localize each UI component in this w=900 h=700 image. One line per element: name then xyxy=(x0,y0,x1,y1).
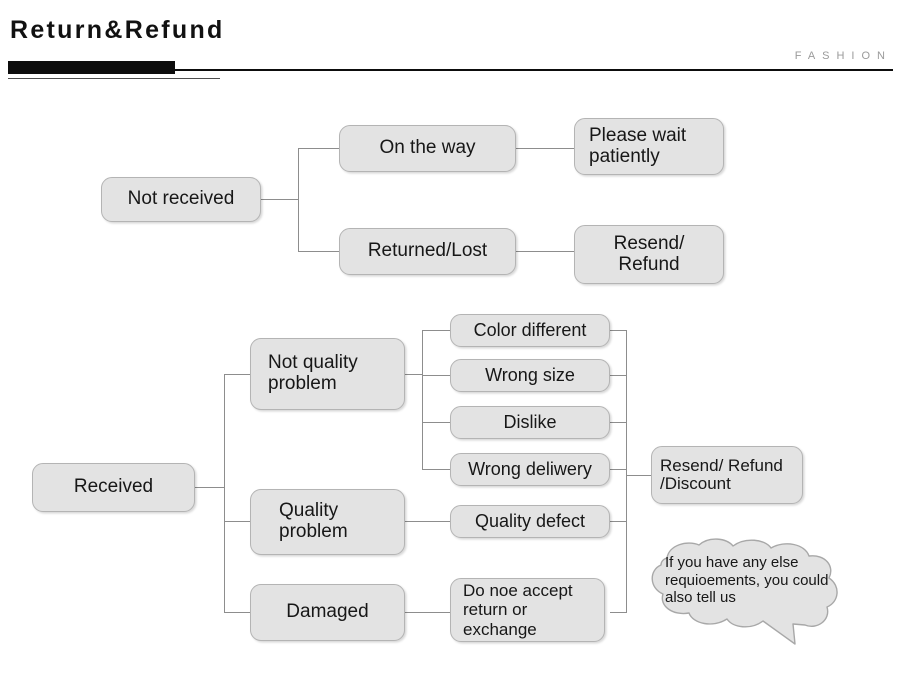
node-received[interactable]: Received xyxy=(32,463,195,512)
brand-label: FASHION xyxy=(794,50,892,62)
node-returned-lost[interactable]: Returned/Lost xyxy=(339,228,516,275)
node-wrong-deliwery[interactable]: Wrong deliwery xyxy=(450,453,610,486)
page-header: Return&Refund FASHION xyxy=(0,0,900,90)
node-resend-refund[interactable]: Resend/ Refund xyxy=(574,225,724,284)
connector-arm-damaged xyxy=(224,612,251,613)
node-do-not-accept-return-or-exchange[interactable]: Do noe accept return or exchange xyxy=(450,578,605,642)
connector-wrong-size-out xyxy=(610,375,627,376)
connector-not-received-riser xyxy=(298,148,299,251)
connector-color-different-out xyxy=(610,330,627,331)
connector-wrong-deliwery-out xyxy=(610,469,627,470)
node-damaged[interactable]: Damaged xyxy=(250,584,405,641)
header-rule-secondary xyxy=(8,78,220,79)
node-quality-problem[interactable]: Quality problem xyxy=(250,489,405,555)
node-resend-refund-discount[interactable]: Resend/ Refund /Discount xyxy=(651,446,803,504)
page-title: Return&Refund xyxy=(10,16,225,44)
connector-arm-returned-lost xyxy=(298,251,340,252)
connector-on-the-way-to-wait xyxy=(516,148,575,149)
callout-text: If you have any else requioements, you c… xyxy=(665,554,829,607)
connector-no-accept-out xyxy=(610,612,627,613)
connector-received-riser xyxy=(224,374,225,613)
node-color-different[interactable]: Color different xyxy=(450,314,610,347)
connector-arm-not-quality xyxy=(224,374,251,375)
header-rule-line xyxy=(8,69,893,71)
node-quality-defect[interactable]: Quality defect xyxy=(450,505,610,538)
node-not-received[interactable]: Not received xyxy=(101,177,261,222)
node-dislike[interactable]: Dislike xyxy=(450,406,610,439)
connector-not-quality-stub xyxy=(405,374,423,375)
node-not-quality-problem[interactable]: Not quality problem xyxy=(250,338,405,410)
connector-arm-dislike xyxy=(422,422,450,423)
callout-bubble-shape xyxy=(651,538,838,645)
connector-arm-quality xyxy=(224,521,251,522)
connector-arm-color-different xyxy=(422,330,450,331)
header-accent-bar xyxy=(8,61,175,74)
connector-quality-defect-out xyxy=(610,521,627,522)
connector-returned-lost-to-resend xyxy=(516,251,575,252)
connector-arm-on-the-way xyxy=(298,148,340,149)
connector-arm-wrong-deliwery xyxy=(422,469,450,470)
connector-received-stub xyxy=(195,487,225,488)
connector-not-quality-riser xyxy=(422,330,423,470)
connector-damaged-to-no-accept xyxy=(405,612,450,613)
connector-outcome-spine xyxy=(626,330,627,613)
node-please-wait-patiently[interactable]: Please wait patiently xyxy=(574,118,724,175)
node-on-the-way[interactable]: On the way xyxy=(339,125,516,172)
connector-spine-to-outcome xyxy=(626,475,652,476)
connector-quality-to-defect xyxy=(405,521,450,522)
connector-arm-wrong-size xyxy=(422,375,450,376)
node-wrong-size[interactable]: Wrong size xyxy=(450,359,610,392)
callout-bubble[interactable]: If you have any else requioements, you c… xyxy=(643,536,855,648)
connector-not-received-stub xyxy=(261,199,299,200)
connector-dislike-out xyxy=(610,422,627,423)
